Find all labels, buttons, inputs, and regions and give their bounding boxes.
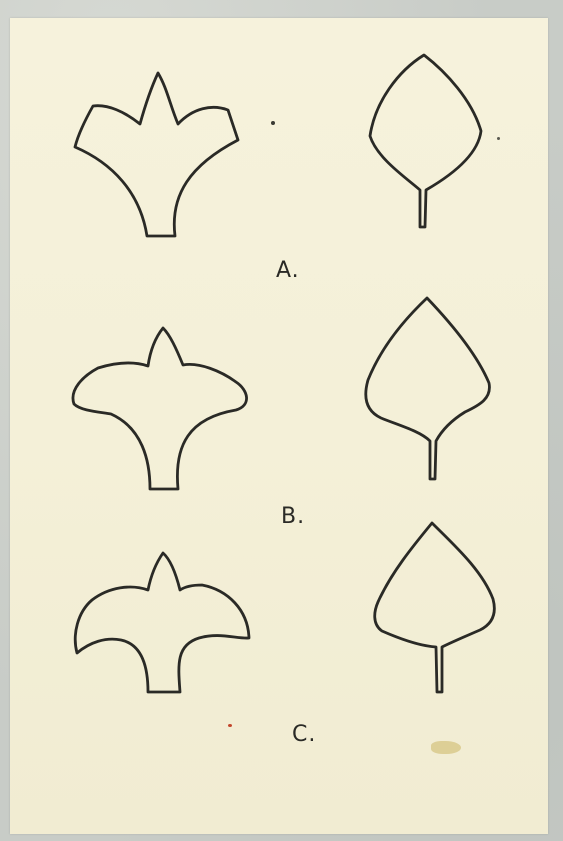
ink-speck xyxy=(271,121,275,125)
figure-label-c: C. xyxy=(292,722,316,747)
figure-b-leaf-shape xyxy=(366,298,490,479)
figure-a-leaf-shape xyxy=(370,55,481,227)
figure-c-leaf-shape xyxy=(375,523,495,692)
figure-c-lobed-shape xyxy=(75,553,249,692)
figure-b-lobed-shape xyxy=(73,328,247,489)
ink-speck xyxy=(497,137,500,140)
red-speck xyxy=(228,724,232,727)
figure-a-lobed-shape xyxy=(75,73,238,236)
yellow-stain xyxy=(431,741,461,754)
figure-label-b: B. xyxy=(281,504,305,529)
figure-label-a: A. xyxy=(276,258,300,283)
